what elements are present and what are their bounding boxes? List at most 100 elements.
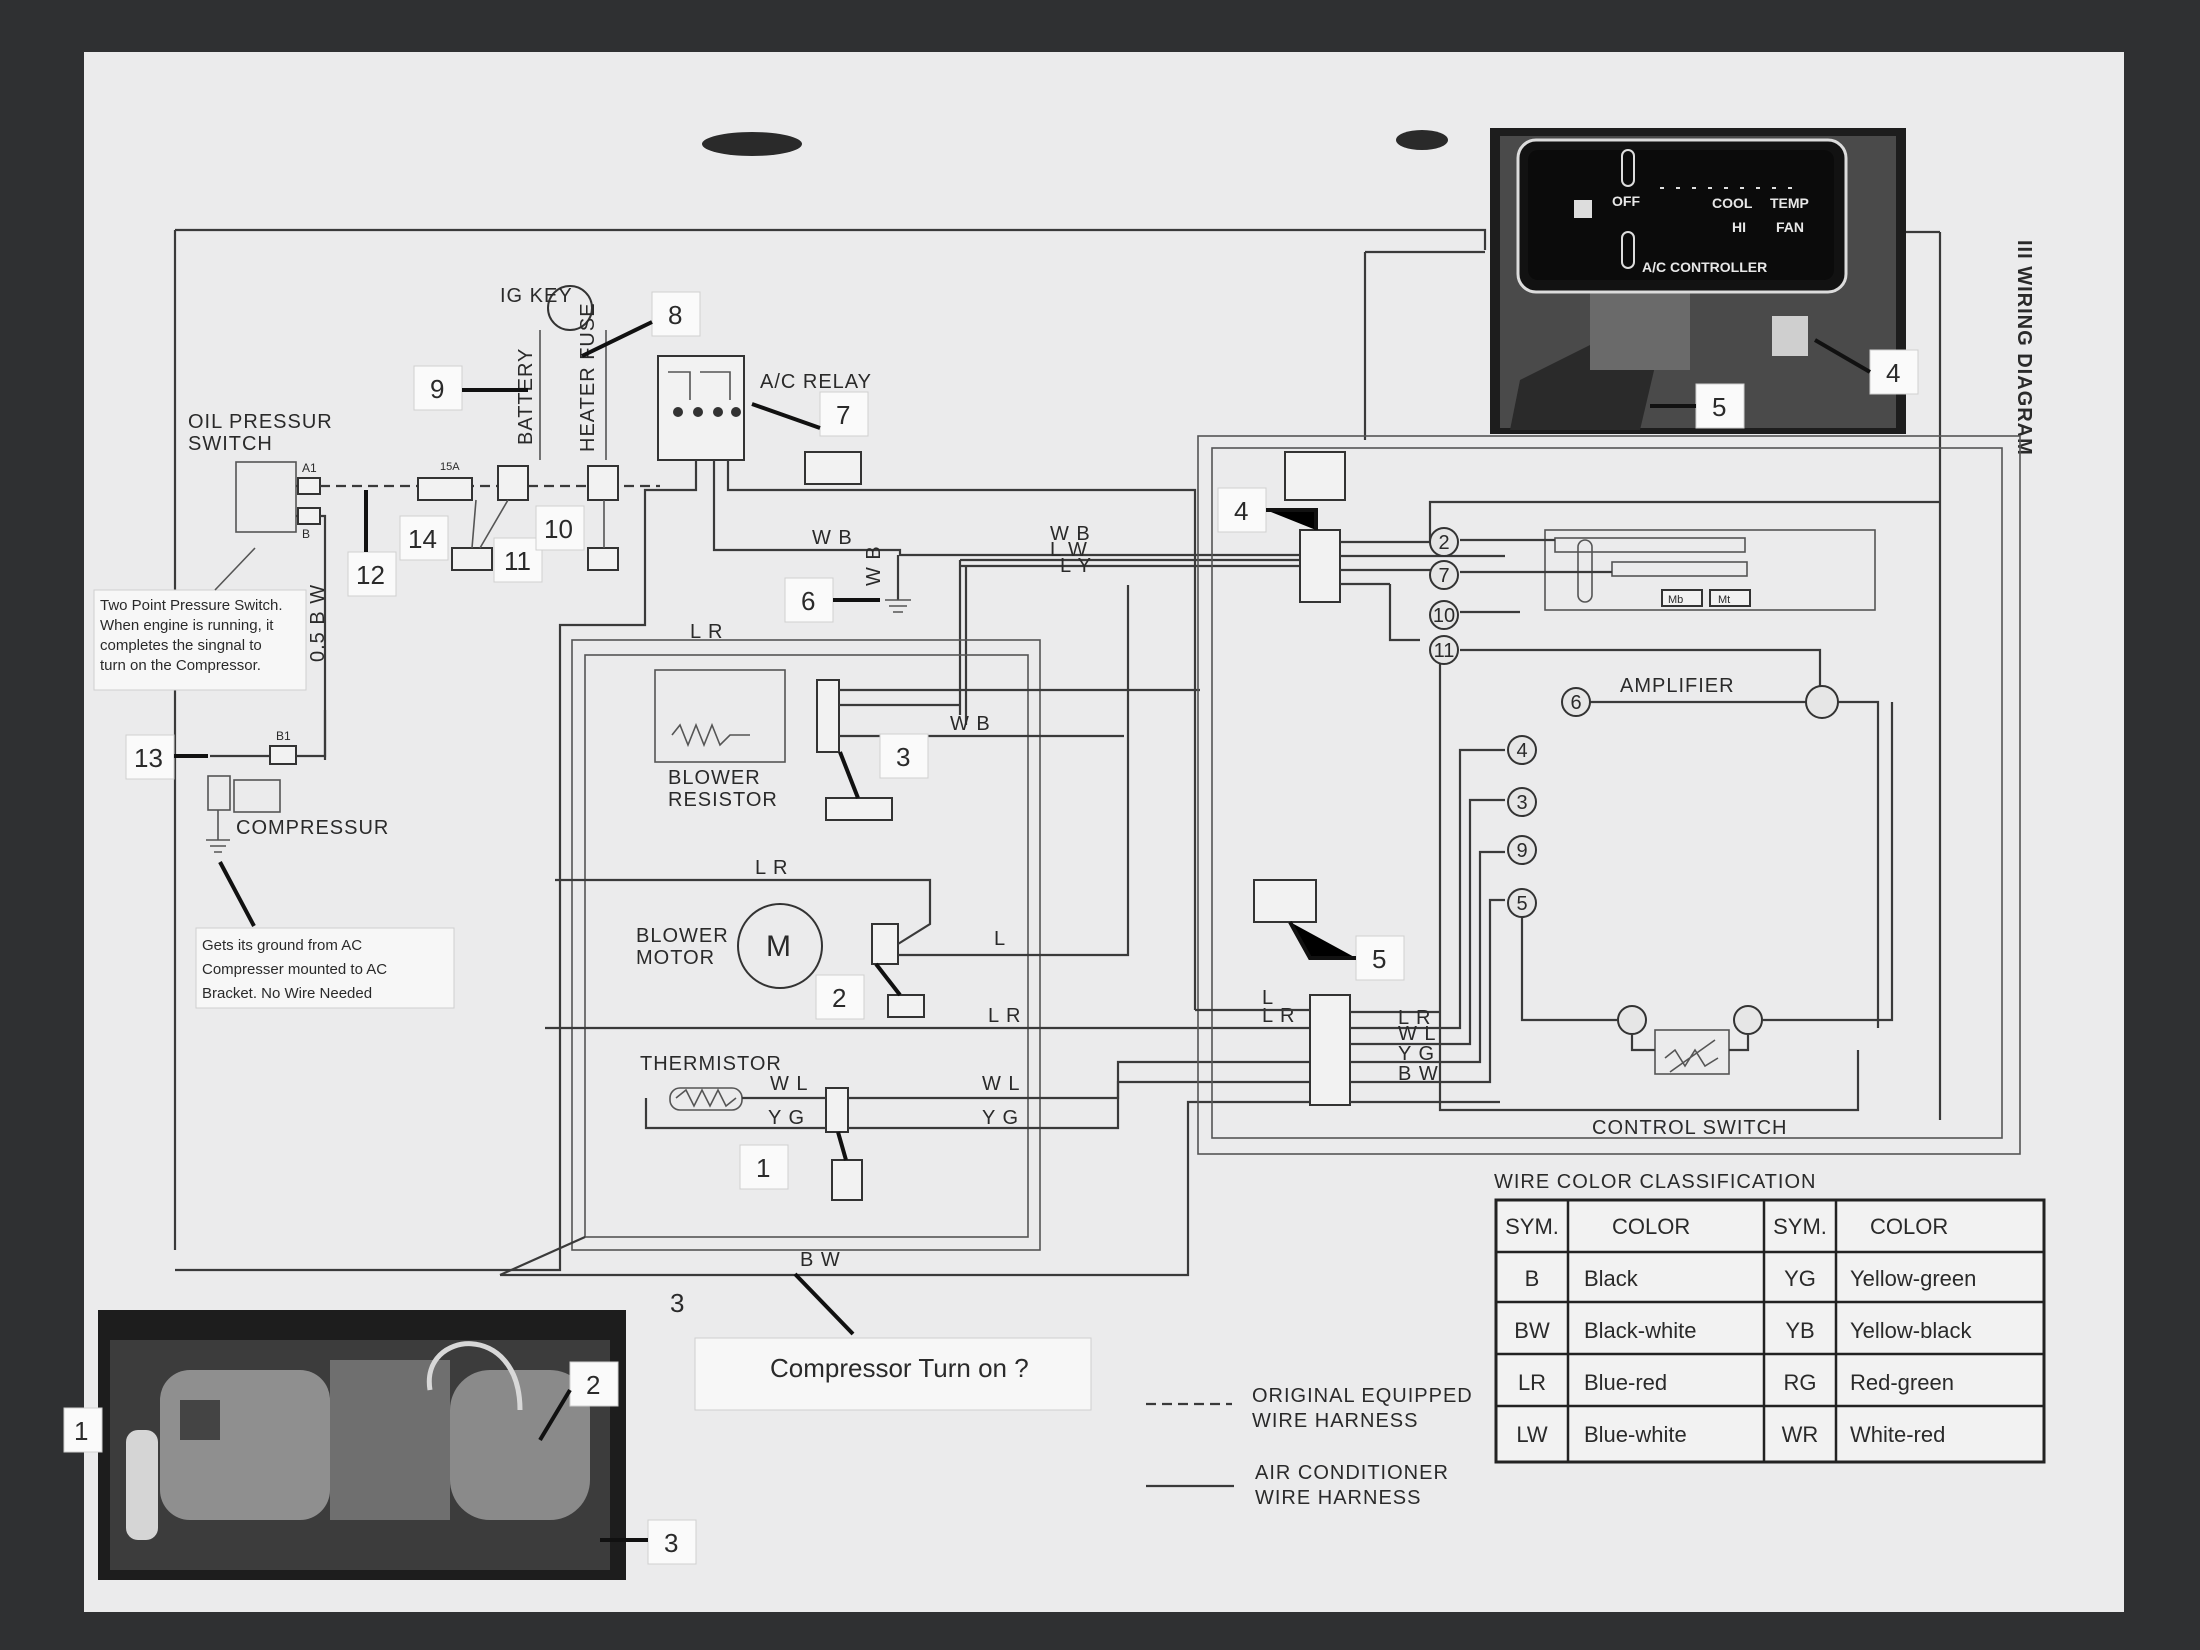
battery-fuse-leads <box>539 330 607 460</box>
panel-controller: A/C CONTROLLER <box>1642 259 1767 275</box>
relay-coil <box>668 371 731 400</box>
fuse-15a <box>417 477 473 501</box>
wire-label-yg-2: Y G <box>982 1107 1019 1129</box>
compressor-feed <box>296 710 327 758</box>
color-table-cell: WR <box>1782 1422 1819 1447</box>
lead-connector-3 <box>838 751 860 799</box>
callout-5-amp: 5 <box>1355 935 1405 981</box>
color-table-header: COLOR <box>1612 1214 1690 1239</box>
lead-callout-8 <box>581 320 653 358</box>
wire-bw <box>500 1100 1315 1277</box>
svg-text:Bracket. No Wire Needed: Bracket. No Wire Needed <box>202 985 372 1002</box>
control-switch-resistor <box>1654 1029 1730 1075</box>
relay-pin-1 <box>673 407 683 417</box>
ground-symbol-6 <box>885 599 911 613</box>
oil-switch-plug-a1 <box>297 477 321 495</box>
connector-1-plug <box>831 1159 863 1201</box>
wire-label-l-2: L <box>1262 987 1274 1009</box>
blower-resistor-connector <box>816 679 840 753</box>
connector-5-plug <box>1253 879 1317 923</box>
svg-text:5: 5 <box>1372 944 1386 974</box>
thermistor-symbol <box>675 1088 737 1108</box>
callout-6: 6 <box>784 577 834 623</box>
svg-text:3: 3 <box>896 742 910 772</box>
panel-fan: FAN <box>1776 219 1804 235</box>
svg-text:2: 2 <box>586 1370 600 1400</box>
resistor-zigzag <box>671 722 750 748</box>
oil-pressure-switch-label: OIL PRESSUR <box>188 411 333 433</box>
color-table-cell: Yellow-green <box>1850 1266 1976 1291</box>
connector-2-plug <box>887 994 925 1018</box>
lead-connector-2 <box>874 962 902 997</box>
svg-text:7: 7 <box>836 400 850 430</box>
ground-note: Gets its ground from AC Compresser mount… <box>195 927 455 1009</box>
svg-text:6: 6 <box>1570 692 1581 714</box>
callout-13: 13 <box>125 734 175 780</box>
callout-12: 12 <box>347 551 397 597</box>
blower-motor-l <box>898 585 1130 957</box>
amp-terminal-2: 2 <box>1429 527 1459 557</box>
amp-11-return <box>1438 652 1860 1112</box>
color-table-cell: B <box>1525 1266 1540 1291</box>
legend-ac-1: AIR CONDITIONER <box>1255 1462 1449 1484</box>
wire-label-wl-3: W L <box>1398 1023 1437 1045</box>
ig-key-symbol <box>547 285 593 331</box>
relay-pin-3 <box>713 407 723 417</box>
svg-text:12: 12 <box>356 560 385 590</box>
heater-fuse-label: HEATER FUSE <box>577 302 599 452</box>
callout-8: 8 <box>651 291 701 337</box>
svg-text:7: 7 <box>1438 565 1449 587</box>
hole-punch-left <box>702 132 802 156</box>
amp-input-wires <box>1388 500 1940 642</box>
callout-14: 14 <box>399 515 449 561</box>
blower-resistor-label: BLOWER <box>668 767 761 789</box>
panel-off: OFF <box>1612 193 1640 209</box>
note-leader-switch <box>214 547 256 591</box>
lead-photo-2 <box>538 1388 572 1442</box>
connector-10-plug <box>587 547 619 571</box>
blower-resistor-body <box>654 669 786 763</box>
wire-label-lr-3: L R <box>988 1005 1021 1027</box>
connector-4-plug <box>1284 451 1346 501</box>
svg-text:Compressor Turn on ?: Compressor Turn on ? <box>770 1353 1029 1383</box>
wire-label-lr: L R <box>690 621 723 643</box>
wire-label-wl: W L <box>770 1073 809 1095</box>
amp-slider-box <box>1544 529 1876 611</box>
relay-connector <box>804 451 862 485</box>
panel-temp: TEMP <box>1770 195 1809 211</box>
wire-label-05bw: 0.5 B W <box>307 584 329 662</box>
lead-photo-4 <box>1813 338 1872 374</box>
wire-yg <box>644 1080 1315 1130</box>
fuse-connector <box>587 465 619 501</box>
svg-text:Gets its ground from AC: Gets its ground from AC <box>202 937 362 954</box>
control-switch-loop <box>1520 702 1894 1022</box>
control-switch-term-1 <box>1617 1005 1647 1035</box>
color-table-cell: Yellow-black <box>1850 1318 1972 1343</box>
wire-label-l: L <box>994 928 1006 950</box>
wire-label-yg-3: Y G <box>1398 1043 1435 1065</box>
color-table-header: COLOR <box>1870 1214 1948 1239</box>
callout-4-photo: 4 <box>1869 349 1919 395</box>
callout-7: 7 <box>819 391 869 437</box>
amp-slider-1 <box>1554 537 1746 553</box>
fuse-15a-label: 15A <box>440 461 460 473</box>
compressor-body <box>233 779 281 813</box>
diagram-title: III WIRING DIAGRAM <box>2013 240 2035 456</box>
svg-text:3: 3 <box>664 1528 678 1558</box>
compressor-clutch <box>207 775 231 811</box>
svg-text:6: 6 <box>801 586 815 616</box>
hole-punch-right <box>1396 130 1448 150</box>
stray-label-3: 3 <box>670 1288 684 1318</box>
wire-label-ly-2: L Y <box>1060 555 1092 577</box>
svg-text:1: 1 <box>756 1153 770 1183</box>
svg-text:9: 9 <box>430 374 444 404</box>
amp-terminal-6: 6 <box>1561 687 1591 717</box>
color-table-cell: LR <box>1518 1370 1546 1395</box>
svg-text:turn on the Compressor.: turn on the Compressor. <box>100 657 261 674</box>
lead-connector-1 <box>836 1131 848 1161</box>
connector-5-wires <box>1350 748 1505 1104</box>
color-table-cell: YG <box>1784 1266 1816 1291</box>
color-table-cell: YB <box>1785 1318 1814 1343</box>
color-table-title: WIRE COLOR CLASSIFICATION <box>1494 1171 1816 1193</box>
wire-label-lr-2: L R <box>755 857 788 879</box>
